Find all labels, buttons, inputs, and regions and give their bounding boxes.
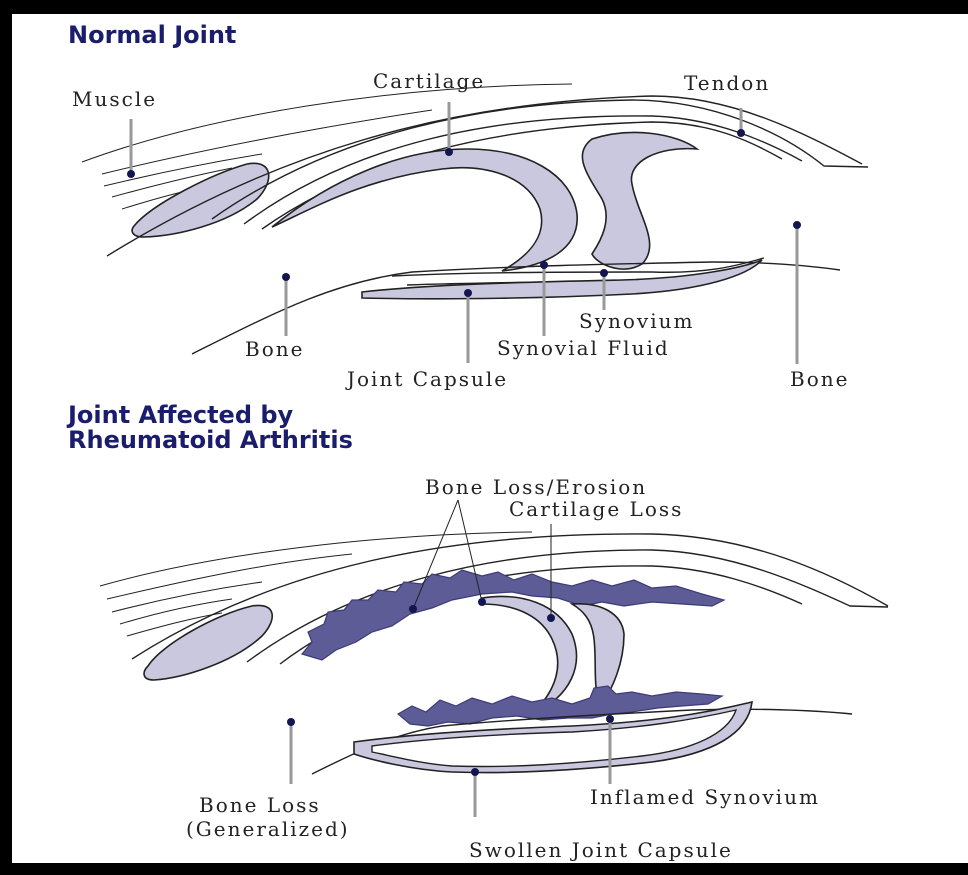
label-cartilage-loss: Cartilage Loss: [509, 497, 683, 521]
label-inflamed-synovium: Inflamed Synovium: [590, 785, 820, 809]
label-bone-loss-erosion: Bone Loss/Erosion: [425, 475, 647, 499]
diagram-panel: Normal Joint: [12, 14, 968, 863]
ra-inflamed-synovium-upper: [302, 570, 724, 660]
bone-erosion-pointer-dot-1: [409, 605, 417, 613]
label-joint-capsule: Joint Capsule: [345, 367, 508, 391]
inflamed-synovium-pointer-dot: [606, 715, 614, 723]
tendon-pointer-dot: [737, 129, 745, 137]
normal-cartilage: [272, 149, 577, 271]
synovium-pointer-dot: [600, 269, 608, 277]
label-muscle: Muscle: [72, 87, 157, 111]
label-synovium: Synovium: [579, 309, 694, 333]
normal-leaders: [127, 102, 801, 364]
ra-title-line1: Joint Affected by: [66, 401, 294, 429]
joint-illustration: Normal Joint: [12, 14, 968, 863]
bone-erosion-pointer-dot-2: [478, 598, 486, 606]
swollen-capsule-pointer-dot: [471, 768, 479, 776]
label-bone-loss-line2: (Generalized): [186, 817, 350, 841]
label-bone-loss-line1: Bone Loss: [199, 793, 321, 817]
label-cartilage: Cartilage: [373, 69, 485, 93]
bone-loss-generalized-pointer-dot: [287, 718, 295, 726]
bone-left-pointer-dot: [282, 273, 290, 281]
label-tendon: Tendon: [684, 71, 770, 95]
cartilage-pointer-dot: [445, 148, 453, 156]
synovial-fluid-pointer-dot: [540, 261, 548, 269]
muscle-pointer-dot: [127, 170, 135, 178]
bone-right-pointer-dot: [793, 221, 801, 229]
label-bone-left: Bone: [245, 337, 304, 361]
ra-cartilage-left: [482, 597, 576, 715]
normal-joint-title: Normal Joint: [68, 21, 236, 49]
ra-joint-diagram: Joint Affected by Rheumatoid Arthritis: [66, 401, 888, 862]
label-bone-right: Bone: [790, 367, 849, 391]
joint-capsule-pointer-dot: [464, 289, 472, 297]
normal-synovium-crescent: [582, 132, 697, 269]
label-swollen-joint-capsule: Swollen Joint Capsule: [469, 838, 733, 862]
ra-title-line2: Rheumatoid Arthritis: [68, 426, 353, 454]
normal-joint-diagram: Normal Joint: [68, 21, 868, 391]
cartilage-loss-pointer-dot: [547, 614, 555, 622]
label-synovial-fluid: Synovial Fluid: [497, 336, 670, 360]
